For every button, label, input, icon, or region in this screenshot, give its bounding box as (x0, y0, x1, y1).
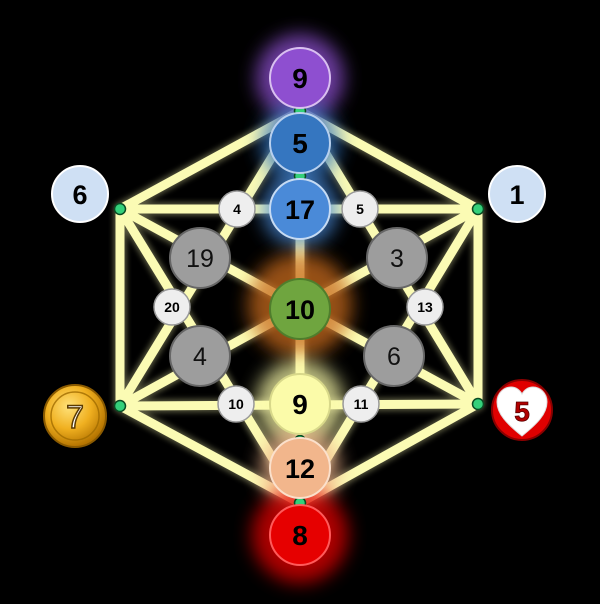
node-right-upper-grey-circle (366, 227, 428, 289)
junction-dot (471, 397, 485, 411)
node-right-lower-grey-circle (363, 325, 425, 387)
node-crown: 9 (269, 47, 331, 109)
node-left-bottom-small-circle (217, 385, 255, 423)
node-third-eye: 17 (269, 178, 331, 240)
node-left-side-small-label: 20 (164, 299, 180, 315)
node-throat-circle (269, 112, 331, 174)
node-heart-label: 10 (285, 295, 315, 325)
node-left-upper-grey: 19 (169, 227, 231, 289)
node-right-lower-grey: 6 (363, 325, 425, 387)
node-third-eye-circle (269, 178, 331, 240)
node-left-side-small-circle (153, 288, 191, 326)
node-heart-badge-label: 5 (514, 396, 530, 427)
node-sacral: 12 (269, 437, 331, 499)
node-right-mid-small-circle (341, 190, 379, 228)
node-right-upper-grey-label: 3 (390, 245, 404, 273)
gold-coin-inner-ring (50, 391, 100, 441)
node-right-bottom-small-label: 11 (354, 396, 369, 412)
node-third-eye-label: 17 (285, 195, 315, 225)
node-left-upper-grey-label: 19 (186, 245, 214, 273)
node-left-top-outer-circle (51, 165, 109, 223)
node-right-side-small: 13 (406, 288, 444, 326)
junction-dot (471, 202, 485, 216)
node-left-mid-small: 4 (218, 190, 256, 228)
node-heart-circle (269, 278, 331, 340)
node-throat-label: 5 (292, 128, 308, 159)
node-gold-coin-label: 7 (66, 399, 84, 435)
node-right-lower-grey-label: 6 (387, 343, 401, 371)
node-solar-plexus-circle (269, 373, 331, 435)
node-right-top-outer-circle (488, 165, 546, 223)
node-left-lower-grey-circle (169, 325, 231, 387)
node-left-lower-grey-label: 4 (193, 343, 207, 371)
junction-dot (113, 399, 127, 413)
node-heart: 10 (269, 278, 331, 340)
node-sacral-circle (269, 437, 331, 499)
node-solar-plexus-label: 9 (292, 389, 308, 420)
node-sacral-label: 12 (285, 454, 315, 484)
node-root-circle (269, 504, 331, 566)
junction-dot (113, 202, 127, 216)
node-left-upper-grey-circle (169, 227, 231, 289)
node-left-top-outer: 6 (51, 165, 109, 223)
node-right-side-small-label: 13 (417, 299, 433, 315)
node-throat: 5 (269, 112, 331, 174)
node-right-upper-grey: 3 (366, 227, 428, 289)
node-gold-coin: 7 (43, 384, 107, 448)
node-right-bottom-small: 11 (342, 385, 380, 423)
node-left-bottom-small-label: 10 (228, 396, 244, 412)
node-right-bottom-small-circle (342, 385, 380, 423)
node-root: 8 (269, 504, 331, 566)
node-left-lower-grey: 4 (169, 325, 231, 387)
node-solar-plexus: 9 (269, 373, 331, 435)
node-heart-badge: 5 (491, 379, 553, 441)
node-right-mid-small: 5 (341, 190, 379, 228)
node-right-top-outer-label: 1 (509, 180, 524, 210)
heart-icon (496, 386, 548, 437)
node-left-top-outer-label: 6 (72, 180, 87, 210)
node-crown-label: 9 (292, 63, 308, 94)
node-right-side-small-circle (406, 288, 444, 326)
node-left-bottom-small: 10 (217, 385, 255, 423)
node-left-mid-small-circle (218, 190, 256, 228)
node-right-top-outer: 1 (488, 165, 546, 223)
node-left-side-small: 20 (153, 288, 191, 326)
node-right-mid-small-label: 5 (356, 201, 364, 217)
gold-coin-icon (43, 384, 107, 448)
node-crown-circle (269, 47, 331, 109)
node-left-mid-small-label: 4 (233, 201, 241, 217)
node-root-label: 8 (292, 520, 308, 551)
